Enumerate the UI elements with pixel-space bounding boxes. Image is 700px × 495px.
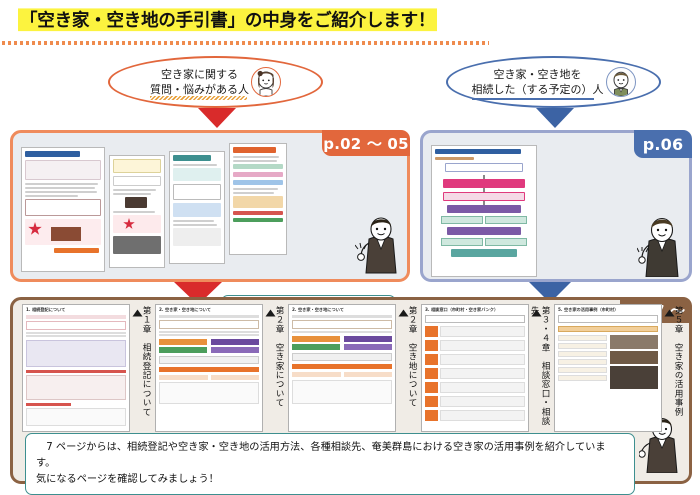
persona-left-line2-text: 質問・悩みがある人 bbox=[150, 83, 249, 96]
thumbnail-page-qa-3[interactable] bbox=[169, 151, 225, 264]
persona-bubble-left: 空き家に関する 質問・悩みがある人 bbox=[108, 56, 323, 108]
persona-right-line2-text: 相続した（する予定の）人 bbox=[471, 83, 604, 96]
thumb-heading-4: 3. 相談窓口（市町村・空き家バンク） bbox=[425, 307, 499, 312]
persona-left-text: 空き家に関する 質問・悩みがある人 bbox=[150, 67, 249, 100]
chapter-label-5: 第５章 空き家の活用事例 bbox=[666, 306, 683, 430]
persona-right-line1: 空き家・空き地を bbox=[493, 68, 582, 81]
thumbnail-flowchart-page[interactable] bbox=[431, 145, 537, 277]
chapter-label-1: 第１章 相続登記について bbox=[134, 306, 151, 430]
chapter-arrow-2-icon bbox=[265, 309, 276, 317]
chapter-label-4: 第３・４章 相談窓口・相談先 bbox=[529, 306, 550, 430]
chapter-arrow-5-icon bbox=[664, 309, 675, 317]
title-bar: 「空き家・空き地の手引書」の中身をご紹介します！ bbox=[0, 4, 700, 45]
chapter-label-2-text: 第２章 空き家について bbox=[274, 306, 284, 408]
chapter-label-5-text: 第５章 空き家の活用事例 bbox=[673, 306, 683, 417]
chapter-arrow-4-icon bbox=[531, 309, 542, 317]
persona-right-line2: 相続した（する予定の）人 bbox=[471, 82, 604, 100]
page-badge-06: p.06 bbox=[634, 130, 692, 158]
persona-right-text: 空き家・空き地を 相続した（する予定の）人 bbox=[471, 67, 604, 100]
chapter-label-2: 第２章 空き家について bbox=[267, 306, 284, 430]
bubble-bottom-para-2: 気になるページを確認してみましょう！ bbox=[36, 474, 219, 485]
panel-pages-02-05: p.02 ～ 05 bbox=[10, 130, 410, 391]
arrow-persona-right bbox=[536, 108, 574, 128]
smiling-man-illustration-right bbox=[636, 215, 689, 278]
persona-left-line1: 空き家に関する bbox=[161, 68, 238, 81]
chapter-label-3: 第２章 空き地について bbox=[400, 306, 417, 430]
persona-left-line2: 質問・悩みがある人 bbox=[150, 82, 249, 100]
chapter-label-1-text: 第１章 相続登記について bbox=[141, 306, 151, 417]
thumbnail-page-qa-4[interactable] bbox=[229, 143, 287, 255]
man-avatar-icon bbox=[605, 67, 636, 97]
thumb-heading-3: 2. 空き家・空き地について bbox=[292, 307, 344, 312]
thumbnail-chapter-5[interactable]: 5. 空き家の活用事例（市町村） bbox=[554, 304, 662, 432]
thumbnail-page-qa-1[interactable] bbox=[21, 147, 105, 272]
wavy-underline-icon bbox=[150, 96, 247, 100]
title-divider bbox=[2, 41, 489, 45]
thumb-heading-1: 1. 相続登記について bbox=[26, 307, 66, 312]
bubble-pages-07-plus: 7 ページからは、相続登記や空き家・空き地の活用方法、各種相談先、奄美群島におけ… bbox=[25, 433, 635, 495]
thumbnail-page-qa-2[interactable] bbox=[109, 155, 165, 268]
chapter-label-4-text: 第３・４章 相談窓口・相談先 bbox=[529, 306, 550, 426]
page-badge-0205: p.02 ～ 05 bbox=[322, 130, 410, 156]
chapter-arrow-3-icon bbox=[398, 309, 409, 317]
bubble-bottom-para-1: 7 ページからは、相続登記や空き家・空き地の活用方法、各種相談先、奄美群島におけ… bbox=[36, 442, 606, 469]
thumb-heading-2: 2. 空き家・空き地について bbox=[159, 307, 211, 312]
chapter-arrow-1-icon bbox=[132, 309, 143, 317]
thumb-heading-5: 5. 空き家の活用事例（市町村） bbox=[558, 307, 619, 312]
persona-bubble-right: 空き家・空き地を 相続した（する予定の）人 bbox=[446, 56, 661, 108]
thumbnail-chapter-2b[interactable]: 2. 空き家・空き地について bbox=[288, 304, 396, 432]
arrow-persona-left bbox=[198, 108, 236, 128]
panel-page-06: p.06 空き家・空き地に関するフローチャートに沿って、気になるペー bbox=[420, 130, 692, 282]
chapter-label-3-text: 第２章 空き地について bbox=[407, 306, 417, 408]
page-title: 「空き家・空き地の手引書」の中身をご紹介します！ bbox=[18, 6, 438, 33]
woman-avatar-icon bbox=[251, 67, 281, 97]
straight-underline-icon bbox=[471, 97, 594, 100]
thumbnail-chapter-3-4[interactable]: 3. 相談窓口（市町村・空き家バンク） bbox=[421, 304, 529, 432]
thumbnail-chapter-2a[interactable]: 2. 空き家・空き地について bbox=[155, 304, 263, 432]
thumbnail-chapter-1[interactable]: 1. 相続登記について bbox=[22, 304, 130, 432]
pointing-man-illustration-left bbox=[354, 215, 407, 275]
